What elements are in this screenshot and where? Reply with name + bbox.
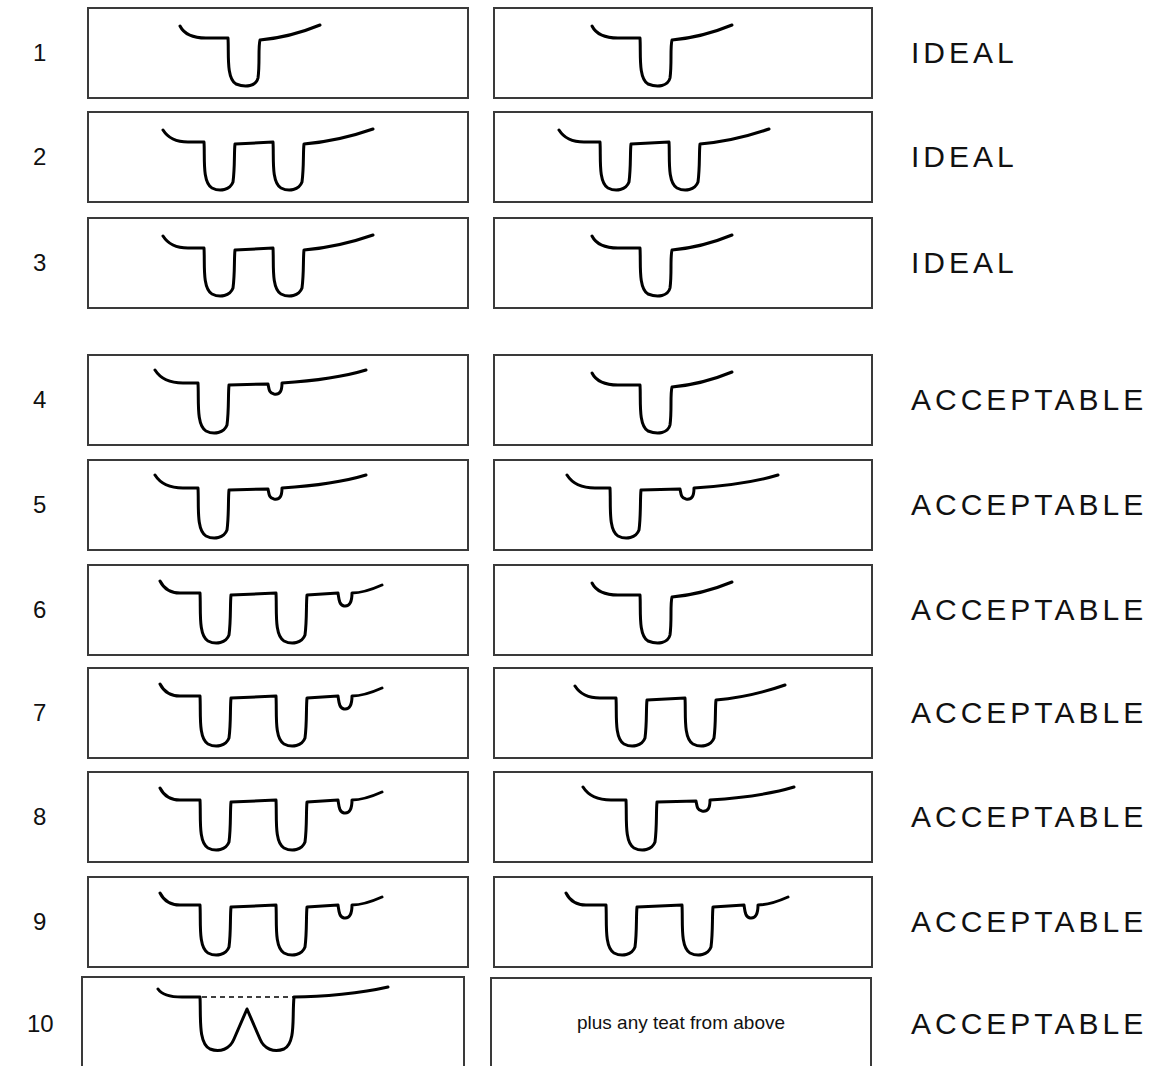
teat-drawings [155,25,794,1051]
grade-label: ACCEPTABLE [911,800,1147,834]
box-note: plus any teat from above [492,1012,870,1034]
row-number: 6 [33,596,46,624]
row-number: 10 [27,1010,54,1038]
grade-label: IDEAL [911,140,1018,174]
grade-label: ACCEPTABLE [911,696,1147,730]
teat-box: plus any teat from above [490,977,872,1066]
grade-label: ACCEPTABLE [911,905,1147,939]
row-number: 8 [33,803,46,831]
row-number: 5 [33,491,46,519]
row-number: 4 [33,386,46,414]
row-boxes [82,8,872,1066]
row-number: 1 [33,39,46,67]
grade-label: ACCEPTABLE [911,593,1147,627]
row-number: 3 [33,249,46,277]
row-number: 2 [33,143,46,171]
grade-label: ACCEPTABLE [911,488,1147,522]
row-number: 9 [33,908,46,936]
row-number: 7 [33,699,46,727]
grade-label: ACCEPTABLE [911,1007,1147,1041]
grade-label: IDEAL [911,246,1018,280]
grade-label: ACCEPTABLE [911,383,1147,417]
grade-label: IDEAL [911,36,1018,70]
